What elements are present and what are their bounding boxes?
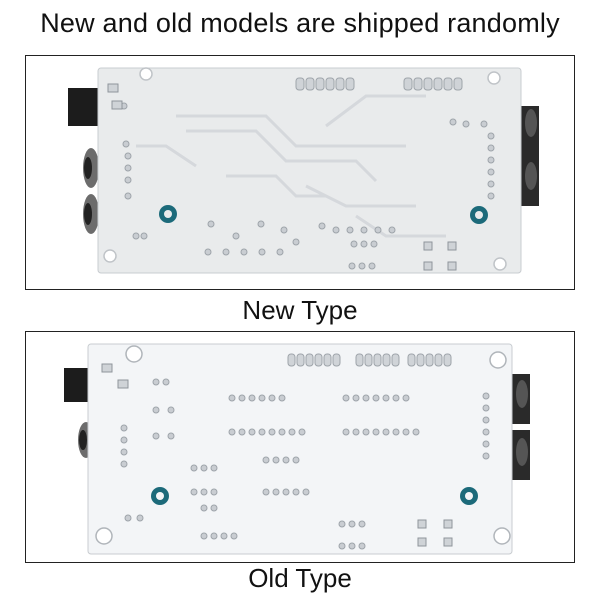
audio-jack-left-1 [83,148,99,188]
audio-jack-right-old-2 [510,430,530,480]
audio-jack-left-2 [83,194,99,234]
new-type-board-photo [68,67,539,274]
pin-header-top-left-new [295,77,355,91]
pcb-board-new [97,67,522,274]
caption-old-type: Old Type [248,563,352,593]
audio-jack-right-old-1 [510,374,530,424]
pin-header-top-right-new [403,77,463,91]
mount-hole-teal-new-left [159,205,177,223]
solder-pads-new [120,102,495,270]
mount-hole-teal-old-right [460,487,478,505]
new-type-frame [25,55,575,290]
smd-pads-new [107,83,457,271]
mount-holes-corner-new [103,67,507,271]
audio-jack-right-1 [519,106,539,156]
mount-hole-teal-old-left [151,487,169,505]
pin-header-top-old [287,353,452,367]
mount-holes-corner-old [95,345,511,545]
smd-pads-old [101,363,453,547]
power-jack-left [68,88,98,126]
audio-jack-right-2 [519,156,539,206]
caption-new-type: New Type [242,295,358,325]
mount-hole-teal-new-right [470,206,488,224]
solder-pads-old [120,378,490,550]
pcb-traces-new [136,94,446,238]
old-type-board-photo [64,343,530,555]
old-type-frame [25,331,575,563]
headline: New and old models are shipped randomly [40,8,560,38]
